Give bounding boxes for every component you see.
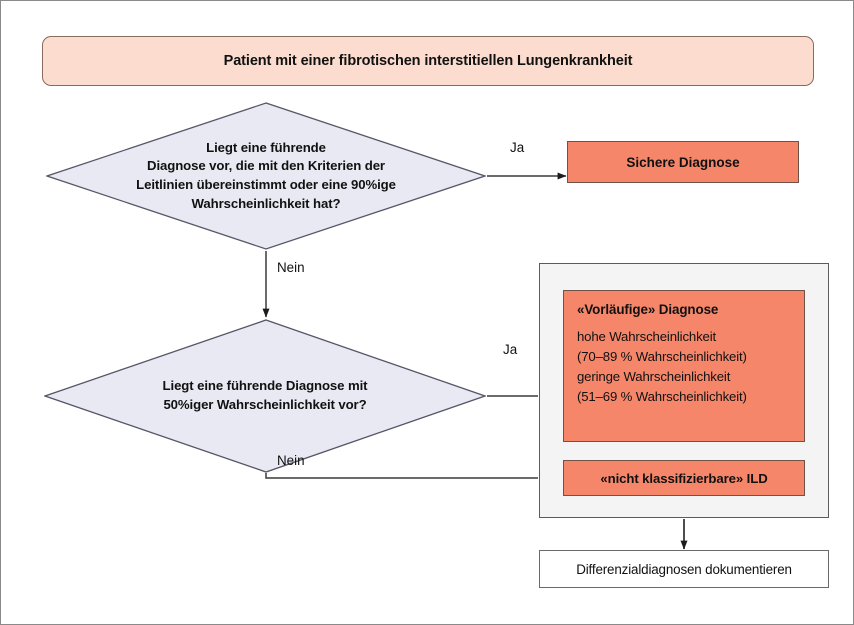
vorlaeufige-line-4: (51–69 % Wahrscheinlichkeit)	[577, 389, 747, 405]
outcome-box-vorlaeufige-diagnose: «Vorläufige» Diagnose hohe Wahrscheinlic…	[563, 290, 805, 442]
edge-label-nein-2: Nein	[277, 453, 305, 468]
edge-label-ja-2: Ja	[503, 342, 518, 357]
vorlaeufige-title: «Vorläufige» Diagnose	[577, 302, 719, 317]
edge-label-ja-1: Ja	[510, 140, 525, 155]
decision-1-line-2: Diagnose vor, die mit den Kriterien der	[147, 158, 385, 174]
decision-2-line-2: 50%iger Wahrscheinlichkeit vor?	[163, 397, 367, 412]
edge-label-nein-1: Nein	[277, 260, 305, 275]
diamond-2-shape	[43, 319, 487, 473]
outcome-box-nicht-klassifizierbare-ild: «nicht klassifizierbare» ILD	[563, 460, 805, 496]
decision-diamond-1: Liegt eine führende Diagnose vor, die mi…	[44, 102, 488, 250]
decision-2-line-1: Liegt eine führende Diagnose mit	[162, 378, 368, 394]
decision-2-text: Liegt eine führende Diagnose mit 50%iger…	[44, 319, 486, 473]
decision-1-line-1: Liegt eine führende	[206, 139, 326, 155]
outcome-box-sichere-diagnose: Sichere Diagnose	[567, 141, 799, 183]
vorlaeufige-line-2: (70–89 % Wahrscheinlichkeit)	[577, 349, 747, 365]
vorlaeufige-line-1: hohe Wahrscheinlichkeit	[577, 329, 716, 344]
connector-nein-2	[265, 473, 538, 479]
decision-1-line-4: Wahrscheinlichkeit hat?	[191, 195, 341, 211]
entry-box-patient: Patient mit einer fibrotischen interstit…	[42, 36, 814, 86]
vorlaeufige-line-3: geringe Wahrscheinlichkeit	[577, 369, 731, 385]
decision-1-line-3: Leitlinien übereinstimmt oder eine 90%ig…	[136, 177, 396, 192]
decision-1-text: Liegt eine führende Diagnose vor, die mi…	[46, 102, 486, 250]
decision-diamond-2: Liegt eine führende Diagnose mit 50%iger…	[43, 319, 487, 473]
outcome-box-differenzialdiagnosen: Differenzialdiagnosen dokumentieren	[539, 550, 829, 588]
diamond-1-shape	[44, 102, 488, 250]
